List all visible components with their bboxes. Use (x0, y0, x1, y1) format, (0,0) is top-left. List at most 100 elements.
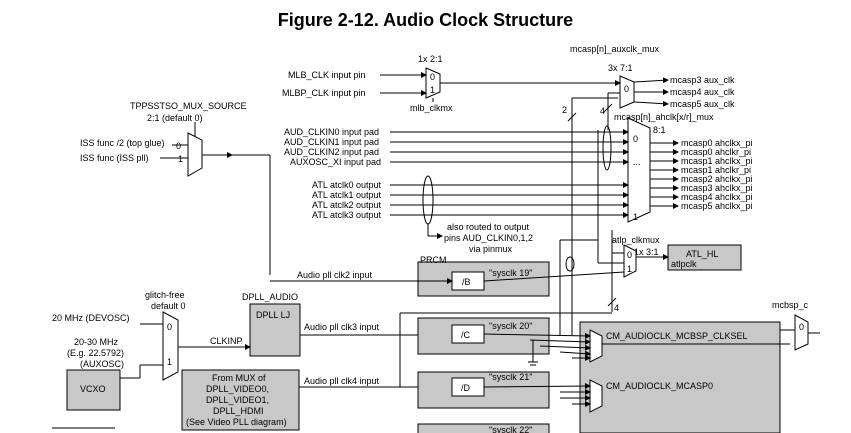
frommux-line2: DPLL_VIDEO1, (206, 395, 269, 405)
bus-width-4a: 4 (600, 106, 605, 116)
ahclk-mux (627, 117, 651, 223)
devosc-input: 20 MHz (DEVOSC) (52, 313, 130, 323)
frommux-line0: From MUX of (212, 373, 266, 383)
auxosc-freq: 20-30 MHz (74, 337, 119, 347)
ahclk-mux-in1: 1 (633, 212, 638, 222)
tppss-mux-name: TPPSSTSO_MUX_SOURCE (130, 101, 247, 111)
audio-pll-clk2-input: Audio pll clk2 input (297, 270, 373, 280)
mlb-mux-in1: 1 (430, 85, 435, 95)
dpll-audio-title: DPLL_AUDIO (242, 292, 298, 302)
auxosc-xi-input: AUXOSC_XI input pad (290, 157, 381, 167)
cm-region (579, 321, 781, 433)
ahclk-mux-dots: ... (633, 157, 641, 167)
ahclk-out-6: mcasp4 ahclkx_pi (681, 192, 753, 202)
note-line1: also routed to output (447, 222, 530, 232)
cm-mcbsp-mux (589, 329, 603, 363)
iss-pll-input: ISS func (ISS pll) (80, 153, 149, 163)
atl-atclk3-output: ATL atclk3 output (312, 210, 382, 220)
ahclk-mux-in0: 0 (633, 134, 638, 144)
ahclk-out-7: mcasp5 ahclkx_pi (681, 201, 753, 211)
atlpclk-label: atlpclk (671, 259, 697, 269)
auxclk-mux-in0: 0 (624, 84, 629, 94)
auxclk-mux-name: mcasp[n]_auxclk_mux (570, 44, 660, 54)
bus-width-4b: 4 (614, 303, 619, 313)
glitch-mux-in1: 1 (167, 357, 172, 367)
frommux-line3: DPLL_HDMI (213, 406, 264, 416)
cm-mcasp-mux (589, 379, 603, 413)
glitch-free-mux (162, 311, 179, 381)
atl-atclk0-output: ATL atclk0 output (312, 180, 382, 190)
sysclk20-label: "sysclk 20" (489, 321, 532, 331)
atlp-mux-in0: 0 (627, 250, 632, 260)
ahclk-mux-name: mcasp[n]_ahclk[x/r]_mux (614, 112, 714, 122)
aud-clkin0-input: AUD_CLKIN0 input pad (284, 127, 379, 137)
ahclk-out-5: mcasp3 ahclkx_pi (681, 183, 753, 193)
atlp-mux (623, 244, 637, 278)
ahclk-out-3: mcasp1 ahclkr_pi (681, 165, 751, 175)
mlbp-clk-input: MLBP_CLK input pin (282, 88, 366, 98)
div-d-label: /D (461, 383, 471, 393)
aux-out-0: mcasp3 aux_clk (670, 75, 735, 85)
atlp-mux-in1: 1 (627, 264, 632, 274)
div-c-label: /C (461, 330, 471, 340)
cm-mcasp-label: CM_AUDIOCLK_MCASP0 (606, 381, 713, 391)
mcbsp-mux-name: mcbsp_c (772, 300, 809, 310)
mcbsp-mux (794, 314, 809, 351)
cm-mcbsp-label: CM_AUDIOCLK_MCBSP_CLKSEL (606, 331, 748, 341)
tppss-mux-in0: 0 (176, 141, 181, 151)
ahclk-outputs: mcasp0 ahclkx_pi mcasp0 ahclkr_pi mcasp1… (650, 138, 753, 211)
glitch-default-label: default 0 (151, 301, 186, 311)
note-line2: pins AUD_CLKIN0,1,2 (444, 233, 533, 243)
ahclk-mux-size: 8x 8:1 (641, 125, 666, 135)
mlb-clk-input: MLB_CLK input pin (288, 70, 366, 80)
mlb-clkmx-mux (425, 67, 441, 99)
glitch-free-label: glitch-free (145, 290, 185, 300)
atlp-mux-name: atlp_clkmux (612, 235, 660, 245)
sysclk22-label: "sysclk 22" (489, 425, 532, 433)
aux-out-2: mcasp5 aux_clk (670, 99, 735, 109)
tppss-mux (187, 132, 203, 177)
sysclk22-block (417, 423, 550, 433)
from-mux-block (181, 369, 300, 431)
atl-hl-block (667, 244, 742, 271)
mlb-mux-size: 1x 2:1 (418, 54, 443, 64)
auxosc-example: (E.g. 22.5792) (67, 348, 124, 358)
mlb-mux-label: mlb_clkmx (410, 103, 453, 113)
dpll-lj-label: DPLL LJ (256, 310, 290, 320)
aud-clkin1-input: AUD_CLKIN1 input pad (284, 137, 379, 147)
aud-clkin2-input: AUD_CLKIN2 input pad (284, 147, 379, 157)
vcxo-block (66, 369, 121, 411)
mlb-mux-in0: 0 (430, 72, 435, 82)
sysclk19-label: "sysclk 19" (489, 268, 532, 278)
auxosc-label: (AUXOSC) (80, 359, 124, 369)
frommux-line1: DPLL_VIDEO0, (206, 384, 269, 394)
ahclk-out-0: mcasp0 ahclkx_pi (681, 138, 753, 148)
sysclk21-label: "sysclk 21" (489, 372, 532, 382)
ahclk-out-2: mcasp1 ahclkx_pi (681, 156, 753, 166)
atl-hl-label: ATL_HL (686, 249, 718, 259)
atl-atclk1-output: ATL atclk1 output (312, 190, 382, 200)
tppss-mux-in1: 1 (178, 154, 183, 164)
clkinp-label: CLKINP (210, 336, 243, 346)
figure-title: Figure 2-12. Audio Clock Structure (277, 10, 574, 30)
ahclk-out-1: mcasp0 ahclkr_pi (681, 147, 751, 157)
vcxo-label: VCXO (80, 384, 106, 394)
iss-top-input: ISS func /2 (top glue) (80, 138, 165, 148)
aux-out-1: mcasp4 aux_clk (670, 87, 735, 97)
audio-pll-clk3-input: Audio pll clk3 input (304, 322, 380, 332)
bus-width-2: 2 (562, 105, 567, 115)
mcbsp-mux-in0: 0 (799, 322, 804, 332)
dpll-audio-block (249, 303, 301, 357)
frommux-line4: (See Video PLL diagram) (186, 417, 287, 427)
tppss-mux-default: 2:1 (default 0) (147, 113, 203, 123)
atlp-mux-size: 1x 3:1 (634, 247, 659, 257)
prcm-label: PRCM (420, 255, 447, 265)
note-line3: via pinmux (469, 244, 513, 254)
div-b-label: /B (462, 277, 471, 287)
glitch-mux-in0: 0 (167, 322, 172, 332)
atl-atclk2-output: ATL atclk2 output (312, 200, 382, 210)
ahclk-out-4: mcasp2 ahclkx_pi (681, 174, 753, 184)
auxclk-mux-size: 3x 7:1 (608, 63, 633, 73)
audio-pll-clk4-input: Audio pll clk4 input (304, 376, 380, 386)
